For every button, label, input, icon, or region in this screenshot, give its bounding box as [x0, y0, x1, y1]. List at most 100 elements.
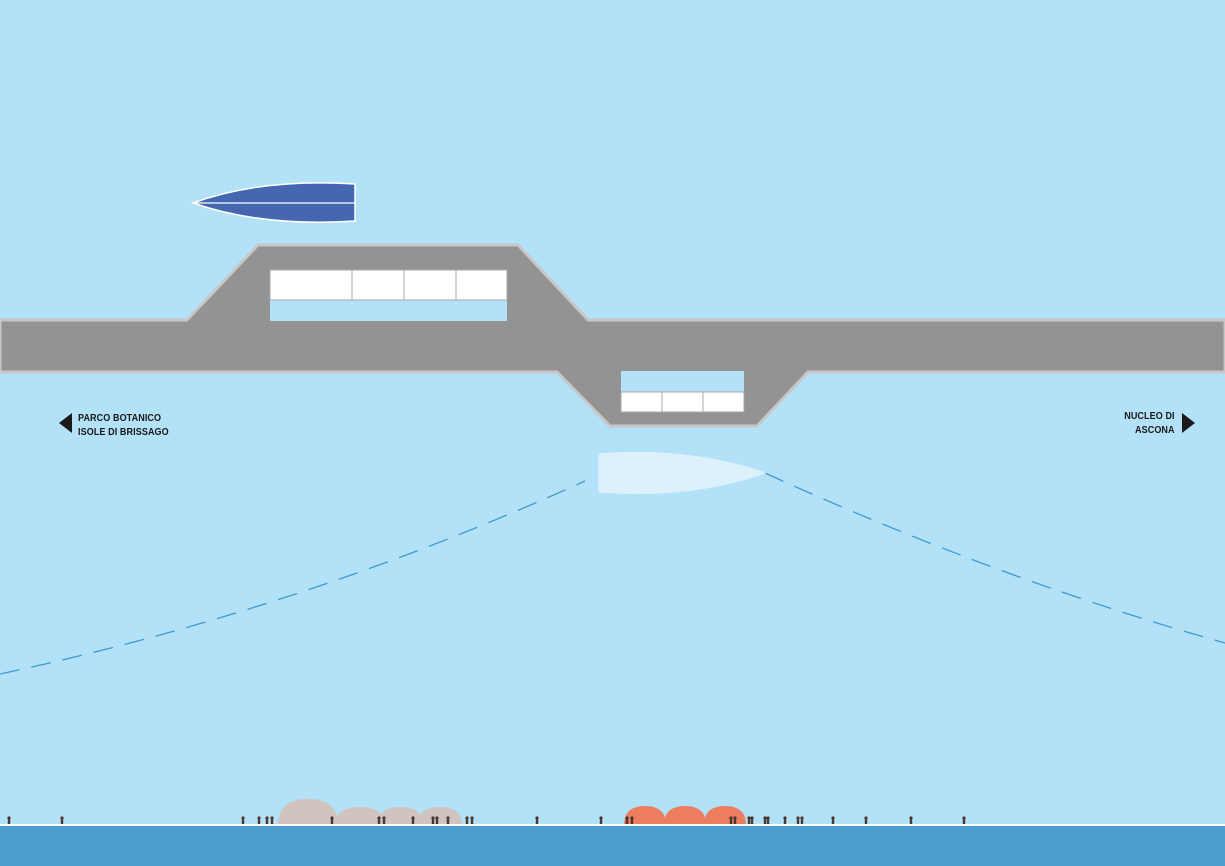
tree-icon	[624, 806, 666, 825]
route-line-right	[764, 472, 1225, 644]
person-icon	[729, 816, 733, 820]
person-icon	[625, 816, 629, 820]
lower-bay-water	[621, 371, 744, 392]
tree-icon	[335, 807, 385, 825]
person-icon	[270, 816, 274, 820]
person-icon	[733, 819, 737, 825]
person-icon	[7, 819, 11, 825]
cabin-7	[702, 391, 745, 413]
cabin-2	[351, 269, 405, 301]
person-icon	[411, 816, 415, 820]
person-icon	[411, 819, 415, 825]
person-icon	[783, 816, 787, 820]
person-icon	[831, 819, 835, 825]
person-icon	[265, 819, 269, 825]
person-icon	[435, 816, 439, 820]
person-icon	[800, 816, 804, 820]
person-icon	[241, 819, 245, 825]
ghost-boat-icon	[598, 451, 767, 495]
person-icon	[630, 816, 634, 820]
direction-left-line2: ISOLE DI BRISSAGO	[78, 426, 169, 438]
person-icon	[431, 819, 435, 825]
person-icon	[330, 816, 334, 820]
person-icon	[431, 816, 435, 820]
shore-figures	[7, 816, 966, 825]
person-icon	[766, 816, 770, 820]
person-icon	[330, 819, 334, 825]
person-icon	[535, 816, 539, 820]
person-icon	[382, 816, 386, 820]
person-icon	[465, 816, 469, 820]
person-icon	[783, 819, 787, 825]
direction-right-line2: ASCONA	[1135, 424, 1175, 436]
person-icon	[7, 816, 11, 820]
tree-icon	[278, 799, 338, 825]
person-icon	[796, 816, 800, 820]
tree-icon	[378, 807, 423, 825]
person-icon	[377, 816, 381, 820]
tree-group-orange	[624, 806, 746, 825]
person-icon	[796, 819, 800, 825]
person-icon	[446, 816, 450, 820]
person-icon	[382, 819, 386, 825]
person-icon	[750, 816, 754, 820]
boat-icon	[190, 182, 356, 223]
person-icon	[470, 816, 474, 820]
person-icon	[733, 816, 737, 820]
person-icon	[800, 819, 804, 825]
person-icon	[241, 816, 245, 820]
direction-label-left: PARCO BOTANICO ISOLE DI BRISSAGO	[78, 411, 169, 439]
person-icon	[864, 819, 868, 825]
person-icon	[446, 819, 450, 825]
person-icon	[465, 819, 469, 825]
person-icon	[962, 816, 966, 820]
route-line-left	[0, 480, 586, 675]
person-icon	[625, 819, 629, 825]
person-icon	[630, 819, 634, 825]
person-icon	[377, 819, 381, 825]
person-icon	[60, 819, 64, 825]
arrow-right-icon	[1182, 413, 1195, 433]
person-icon	[599, 816, 603, 820]
person-icon	[763, 819, 767, 825]
cabin-4	[455, 269, 508, 301]
person-icon	[729, 819, 733, 825]
person-icon	[265, 816, 269, 820]
person-icon	[962, 819, 966, 825]
tree-icon	[664, 806, 706, 825]
tree-group-grey	[278, 799, 462, 825]
upper-bay-water	[270, 300, 507, 321]
cabin-6	[661, 391, 704, 413]
person-icon	[470, 819, 474, 825]
person-icon	[535, 819, 539, 825]
person-icon	[864, 816, 868, 820]
lower-cabins	[620, 391, 745, 413]
direction-label-right: NUCLEO DI ASCONA	[1125, 409, 1175, 437]
person-icon	[599, 819, 603, 825]
cabin-1	[269, 269, 353, 301]
person-icon	[909, 816, 913, 820]
person-icon	[766, 819, 770, 825]
direction-left-line1: PARCO BOTANICO	[78, 412, 162, 424]
person-icon	[750, 819, 754, 825]
person-icon	[763, 816, 767, 820]
person-icon	[747, 819, 751, 825]
person-icon	[909, 819, 913, 825]
person-icon	[60, 816, 64, 820]
person-icon	[435, 819, 439, 825]
person-icon	[257, 816, 261, 820]
direction-right-line1: NUCLEO DI	[1124, 410, 1175, 422]
lake	[0, 826, 1225, 866]
person-icon	[747, 816, 751, 820]
person-icon	[831, 816, 835, 820]
person-icon	[257, 819, 261, 825]
upper-cabins	[269, 269, 508, 301]
arrow-left-icon	[59, 413, 72, 433]
person-icon	[270, 819, 274, 825]
tree-icon	[418, 807, 462, 825]
cabin-3	[403, 269, 457, 301]
cabin-5	[620, 391, 663, 413]
